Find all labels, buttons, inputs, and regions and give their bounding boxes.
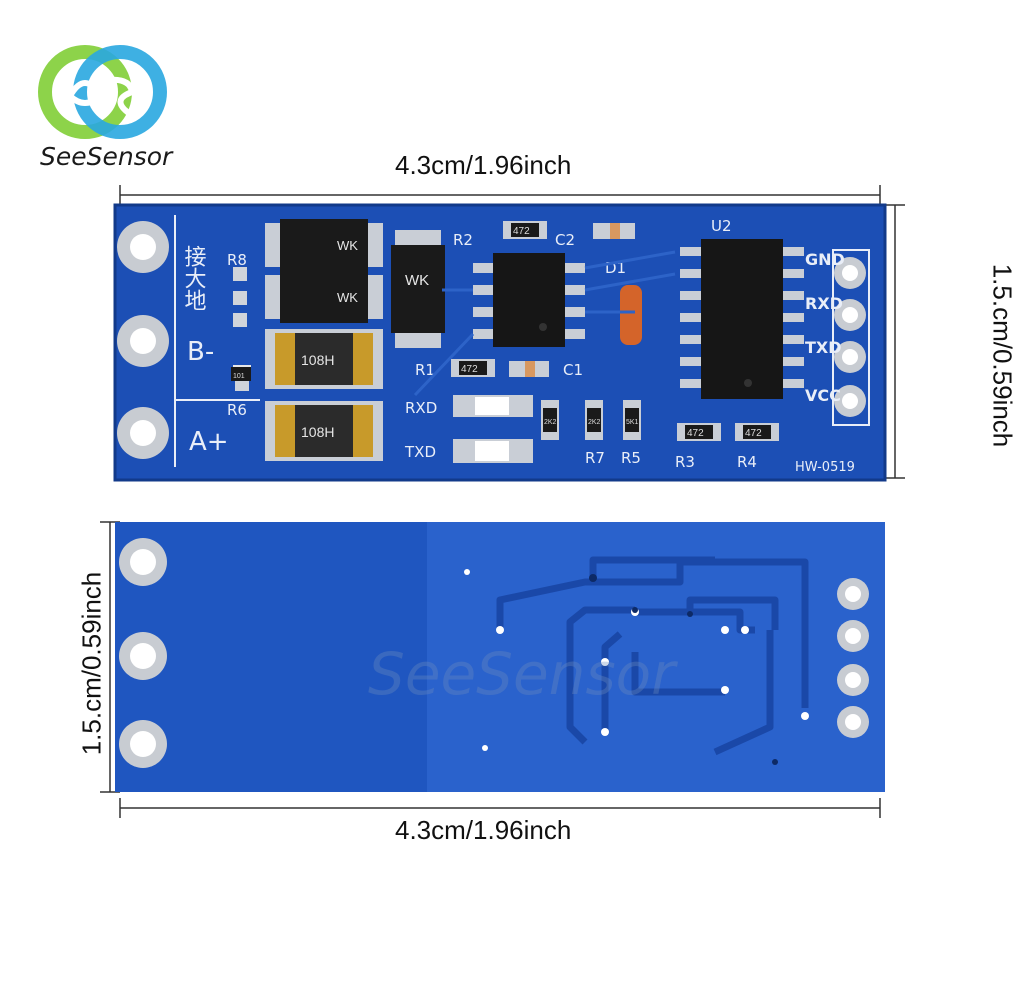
diode-2: WK <box>265 271 383 323</box>
bottom-terminal-holes <box>119 538 167 768</box>
bottom-header-holes <box>837 578 869 738</box>
svg-text:U2: U2 <box>711 217 732 235</box>
terminal-a-label: A+ <box>189 427 229 457</box>
svg-text:R8: R8 <box>227 251 247 269</box>
watermark: SeeSensor <box>368 640 675 708</box>
svg-text:472: 472 <box>745 428 762 439</box>
header-holes-right <box>834 257 866 417</box>
top-width-label: 4.3cm/1.96inch <box>395 150 572 180</box>
ground-label: 接大地 <box>181 245 207 311</box>
svg-text:WK: WK <box>405 272 429 289</box>
svg-text:472: 472 <box>513 226 530 237</box>
svg-text:TXD: TXD <box>805 338 842 357</box>
svg-text:2K2: 2K2 <box>544 419 557 426</box>
led-txd <box>453 439 533 463</box>
fuse-2: 108H <box>265 401 383 461</box>
svg-text:108H: 108H <box>301 424 334 440</box>
svg-text:R7: R7 <box>585 449 605 467</box>
svg-text:108H: 108H <box>301 352 334 368</box>
svg-text:472: 472 <box>687 428 704 439</box>
svg-text:WK: WK <box>337 290 358 305</box>
svg-text:R2: R2 <box>453 231 473 249</box>
terminal-holes-left <box>117 221 169 459</box>
svg-text:C2: C2 <box>555 231 575 249</box>
svg-text:WK: WK <box>337 238 358 253</box>
svg-text:R6: R6 <box>227 401 247 419</box>
diode-d1 <box>620 285 642 345</box>
svg-text:R1: R1 <box>415 361 435 379</box>
svg-text:2K2: 2K2 <box>588 419 601 426</box>
chip-u2 <box>680 239 804 399</box>
svg-text:472: 472 <box>461 364 478 375</box>
svg-text:R3: R3 <box>675 453 695 471</box>
svg-text:R5: R5 <box>621 449 641 467</box>
pcb-bottom-view <box>115 522 885 792</box>
diode-3: WK <box>391 230 445 348</box>
led-rxd <box>453 395 533 417</box>
svg-text:TXD: TXD <box>404 443 436 461</box>
svg-text:C1: C1 <box>563 361 583 379</box>
chip-u1 <box>473 253 585 347</box>
bottom-width-label: 4.3cm/1.96inch <box>395 815 572 845</box>
svg-text:5K1: 5K1 <box>626 419 639 426</box>
svg-text:VCC: VCC <box>805 386 841 405</box>
svg-text:RXD: RXD <box>405 399 437 417</box>
terminal-b-label: B- <box>187 337 214 367</box>
svg-text:GND: GND <box>805 250 845 269</box>
pcb-top-view: 接大地 B- A+ WK WK WK 108H 108H <box>113 203 887 482</box>
brand-logo <box>38 45 167 139</box>
fuse-1: 108H <box>265 329 383 389</box>
svg-text:R4: R4 <box>737 453 757 471</box>
svg-text:RXD: RXD <box>805 294 843 313</box>
brand-name: SeeSensor <box>40 142 173 171</box>
diode-1: WK <box>265 219 383 271</box>
svg-text:101: 101 <box>233 373 245 380</box>
model-label: HW-0519 <box>795 460 855 475</box>
